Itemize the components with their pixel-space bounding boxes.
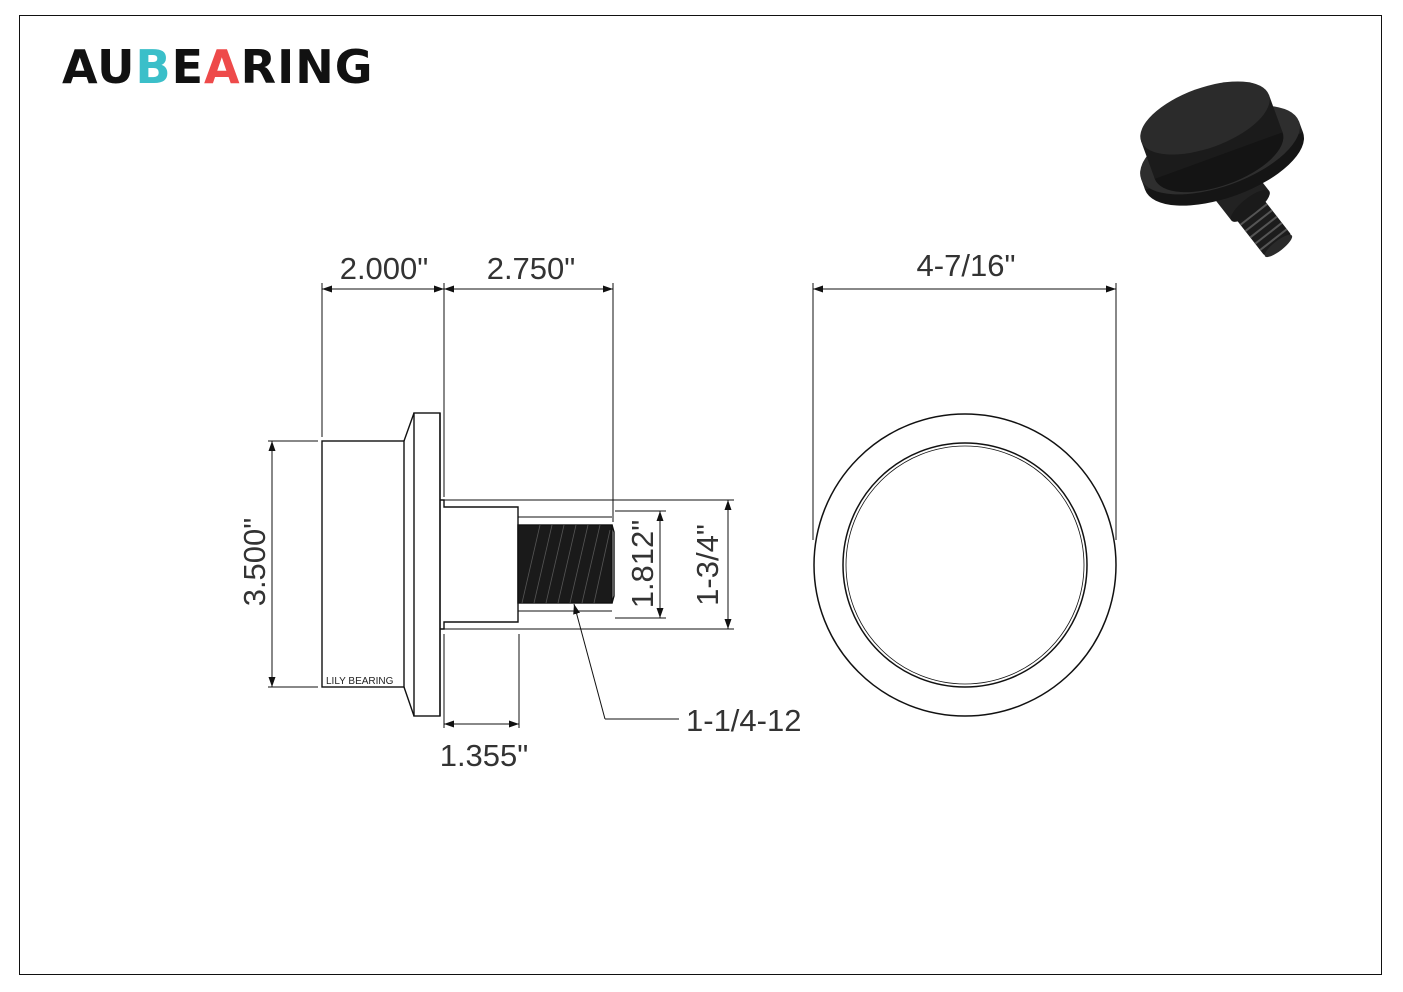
cam-follower-3d-render-icon bbox=[1140, 81, 1304, 258]
thread-callout: 1-1/4-12 bbox=[686, 703, 801, 738]
flange bbox=[413, 412, 441, 717]
flange-chamfer bbox=[403, 412, 415, 717]
brand-part: B bbox=[135, 40, 172, 94]
dimension-lines bbox=[268, 285, 732, 728]
thread-end bbox=[611, 524, 615, 604]
roller-circle bbox=[842, 442, 1088, 688]
dim-thread-diameter: 1.812" bbox=[625, 520, 660, 609]
dim-shoulder-length: 1.355" bbox=[440, 738, 529, 773]
engraving-text: LILY BEARING bbox=[326, 676, 394, 687]
brand-part: E bbox=[171, 40, 205, 94]
dim-head-width: 2.000" bbox=[340, 251, 429, 286]
brand-part: A bbox=[204, 40, 241, 94]
extension-lines bbox=[268, 283, 666, 728]
thread-leader bbox=[573, 603, 606, 720]
roller-body bbox=[321, 440, 405, 688]
dim-outer-diameter: 3.500" bbox=[237, 518, 272, 607]
side-view bbox=[321, 412, 734, 717]
roller-inner-circle bbox=[845, 445, 1085, 685]
brand-logo: AUBEARING bbox=[62, 44, 373, 90]
brand-part: AU bbox=[62, 40, 136, 94]
drawing-border bbox=[19, 15, 1382, 975]
threaded-section bbox=[517, 524, 613, 604]
dim-stud-length: 2.750" bbox=[487, 251, 576, 286]
thread-hatch bbox=[521, 524, 611, 604]
stud-shoulder bbox=[440, 499, 519, 630]
brand-part: RING bbox=[240, 40, 374, 94]
end-view bbox=[812, 283, 1117, 717]
flange-circle bbox=[813, 413, 1117, 717]
dim-stud-diameter: 1-3/4" bbox=[690, 524, 725, 606]
dim-flange-diameter: 4-7/16" bbox=[917, 248, 1016, 283]
